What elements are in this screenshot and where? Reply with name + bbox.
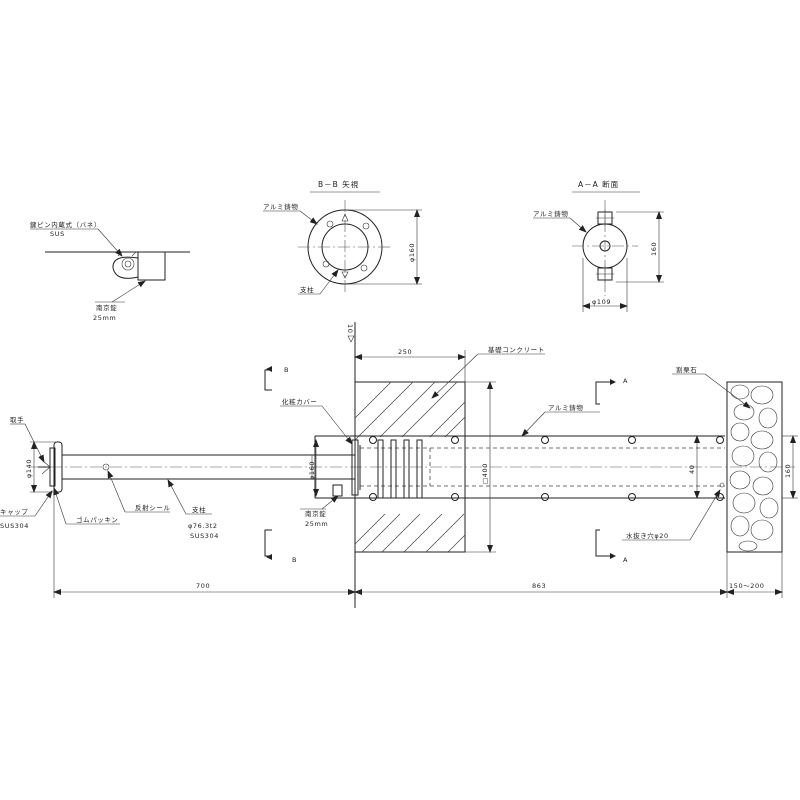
dim-gravel-height: 160 [784,464,792,478]
label-pin-material: SUS [50,230,65,238]
main-elevation: 10 B B A A [0,322,798,608]
label-cover: 化粧カバー [282,397,318,406]
aa-dim-dia: φ109 [592,298,611,306]
section-bb-view: B－B 矢視 アルミ鋳物 支柱 φ160 [263,179,422,295]
aa-label-casting: アルミ鋳物 [533,209,568,218]
bb-dim-dia: φ160 [408,243,416,262]
shackle-icon [112,256,139,279]
concrete-hatch [354,381,466,553]
label-lock: 南京錠 [96,303,117,312]
mark-a-bottom: A [623,556,628,564]
label-lock-size: 25mm [93,314,116,322]
dim-top: 10 [346,324,354,333]
bb-label-post: 支柱 [300,285,314,294]
label-drain: 水抜き穴φ20 [626,531,669,540]
label-concrete: 基礎コンクリート [488,345,545,354]
gravel-stones [729,384,779,552]
section-aa-view: A－A 断面 アルミ鋳物 160 φ109 [533,179,664,312]
main-padlock-icon [332,484,343,497]
label-main-lock-size: 25mm [305,520,328,528]
dim-gravel: 150～200 [729,582,765,590]
section-aa-title: A－A 断面 [578,179,619,189]
label-reflective: 反射シール [135,503,171,512]
dim-casting: 40 [688,465,696,474]
bb-label-casting: アルミ鋳物 [263,202,298,211]
label-cap: キャップ [0,508,28,516]
mark-a-top: A [623,377,628,385]
mark-b-top: B [284,366,289,374]
dim-embedded: 863 [532,582,546,590]
dim-post-dia: φ160 [308,461,316,480]
label-handle: 取手 [10,415,24,424]
padlock-icon [137,251,166,281]
cosmetic-cover [351,439,359,496]
aa-dim-height: 160 [650,242,658,256]
dim-cap-dia: φ140 [25,459,33,478]
dim-concrete-width: 250 [398,348,412,356]
dim-exposed: 700 [196,582,210,590]
bolts [369,436,724,501]
label-post-material: SUS304 [190,532,219,540]
label-gravel: 割栗石 [676,365,697,374]
detail-lock-pin: 鍵ピン内蔵式（バネ） SUS 南京錠 25mm [30,220,190,322]
gravel-bed [726,381,783,553]
drain-hole [719,482,725,488]
dim-concrete-height: □400 [481,463,489,484]
label-post: 支柱 [192,505,206,514]
label-main-lock: 南京錠 [305,509,326,518]
reflective-seal [102,463,110,471]
label-casting: アルミ鋳物 [548,403,583,412]
section-bb-title: B－B 矢視 [318,179,359,189]
concrete-foundation [354,381,466,553]
label-post-spec: φ76.3t2 [188,522,218,530]
label-cap-material: SUS304 [0,522,29,530]
label-pin: 鍵ピン内蔵式（バネ） [30,220,101,229]
label-packing: ゴムパッキン [76,515,118,524]
mark-b-bottom: B [292,556,297,564]
anchor-fins [377,439,423,499]
